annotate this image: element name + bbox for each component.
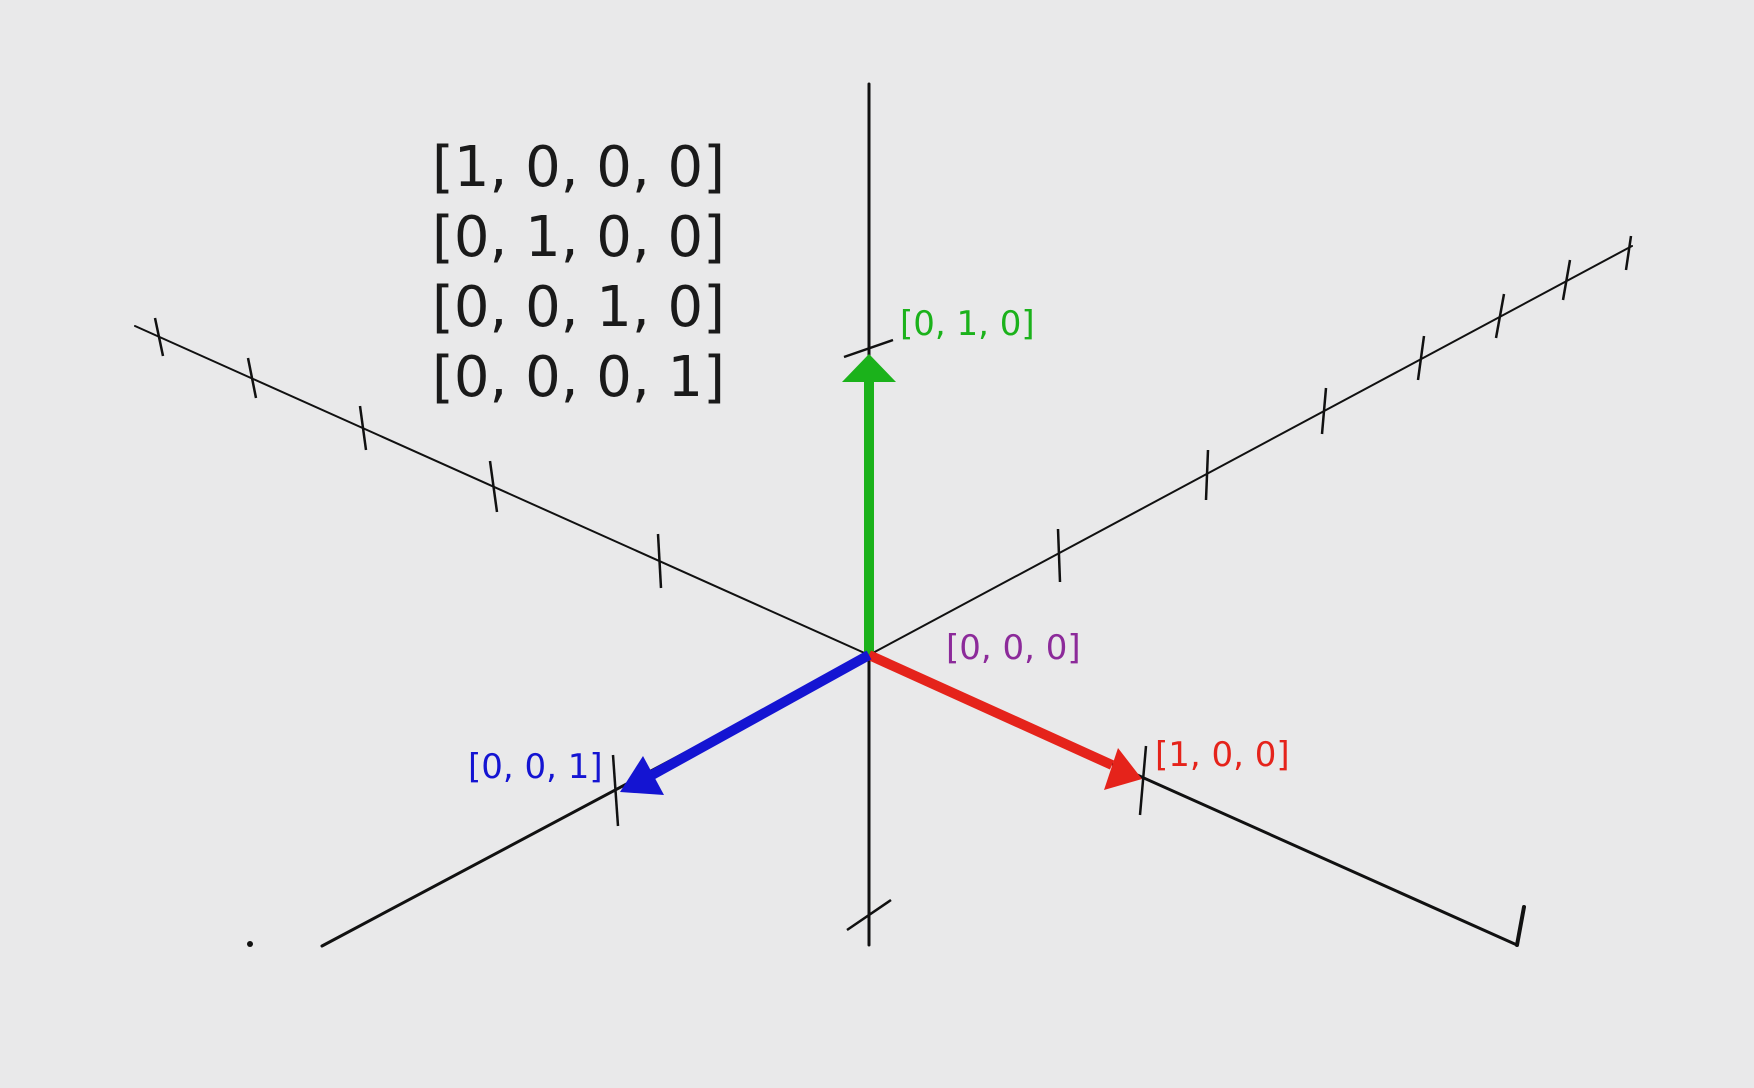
z-vector (649, 650, 872, 780)
tick (153, 317, 165, 357)
tick (488, 460, 499, 513)
x-vector-arrowhead (1104, 748, 1142, 790)
matrix-row-4: [0, 0, 0, 1] (432, 345, 725, 410)
tick (843, 338, 894, 359)
basis-vectors (620, 354, 1142, 795)
tick (1056, 528, 1062, 583)
back-left-axis (134, 325, 870, 656)
back-right-axis (868, 245, 1633, 656)
tick (611, 754, 620, 827)
origin-label: [0, 0, 0] (946, 628, 1081, 668)
tick (246, 357, 258, 399)
tick (1561, 259, 1572, 301)
tick (1320, 387, 1328, 435)
z-vector-label: [0, 0, 1] (468, 747, 603, 787)
tick (1494, 293, 1506, 339)
tick (1138, 745, 1148, 816)
tick (846, 898, 892, 932)
y-vector-arrowhead (842, 354, 896, 382)
y-vector-label: [0, 1, 0] (900, 304, 1035, 344)
z-vector-arrowhead (620, 756, 664, 795)
matrix-row-1: [1, 0, 0, 0] (432, 135, 725, 200)
tick (1204, 449, 1210, 501)
tick (1624, 235, 1633, 271)
matrix-row-2: [0, 1, 0, 0] (432, 205, 725, 270)
x-vector-label: [1, 0, 0] (1155, 735, 1290, 775)
front-right-axis-end-tick (1515, 905, 1526, 947)
x-vector (866, 650, 1115, 770)
axes (134, 82, 1633, 948)
tick (656, 533, 663, 589)
tick-marks (153, 235, 1633, 932)
tick (1416, 335, 1426, 381)
vector-labels: [0, 1, 0] [0, 0, 0] [1, 0, 0] [0, 0, 1] (468, 304, 1290, 787)
tick (358, 405, 368, 451)
matrix-row-3: [0, 0, 1, 0] (432, 275, 725, 340)
dot-marker (247, 941, 253, 947)
identity-matrix: [1, 0, 0, 0] [0, 1, 0, 0] [0, 0, 1, 0] [… (432, 135, 725, 410)
